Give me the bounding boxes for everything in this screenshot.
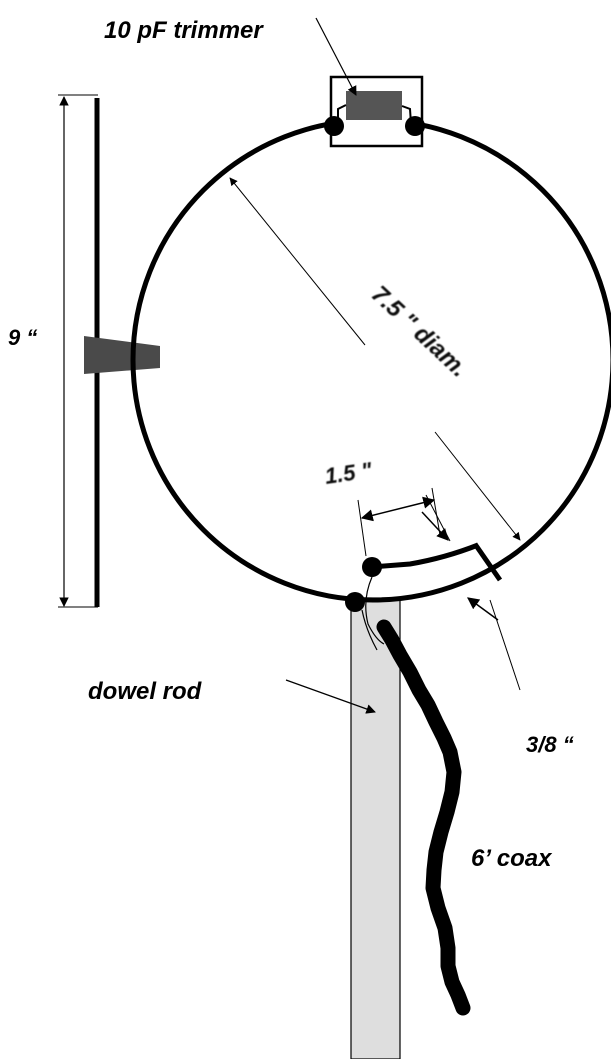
gap-arrow-lower: [467, 597, 499, 621]
dowel-rod: [350, 597, 401, 1059]
mount-block: [84, 336, 160, 374]
trimmer-capacitor: [346, 91, 402, 120]
dowel-leader: [285, 679, 376, 714]
gap-arrow-upper: [421, 511, 449, 541]
main-loop: [130, 117, 611, 603]
coax-cable: [376, 619, 471, 1016]
coupling-loop-end: [472, 542, 503, 582]
gap-ext-a: [425, 494, 451, 542]
feed-terminal: [345, 592, 365, 612]
coax-label: 6’ coax: [471, 845, 553, 872]
height-label: 9 “: [8, 325, 37, 350]
trimmer-terminal-right: [405, 116, 425, 136]
tap-ext-left: [357, 499, 367, 557]
trimmer-leader: [315, 17, 357, 96]
tap-spacing-arrow: [360, 496, 436, 522]
dowel-label: dowel rod: [88, 678, 203, 705]
diameter-dimension-line: [229, 177, 366, 346]
feed-wire-a: [365, 576, 385, 645]
coupling-loop: [371, 542, 479, 570]
diameter-dimension-line-lower: [434, 431, 521, 541]
coupling-terminal: [362, 557, 382, 577]
tap-ext-right: [431, 487, 441, 536]
trimmer-label: 10 pF trimmer: [104, 17, 264, 44]
feed-wire-b: [361, 609, 378, 651]
trimmer-terminal-left: [324, 116, 344, 136]
gap-ext-b: [489, 599, 521, 691]
tap-spacing-label: 1.5 ": [323, 458, 374, 489]
diameter-label: 7.5 " diam.: [366, 281, 473, 383]
gap-label: 3/8 “: [526, 732, 574, 757]
